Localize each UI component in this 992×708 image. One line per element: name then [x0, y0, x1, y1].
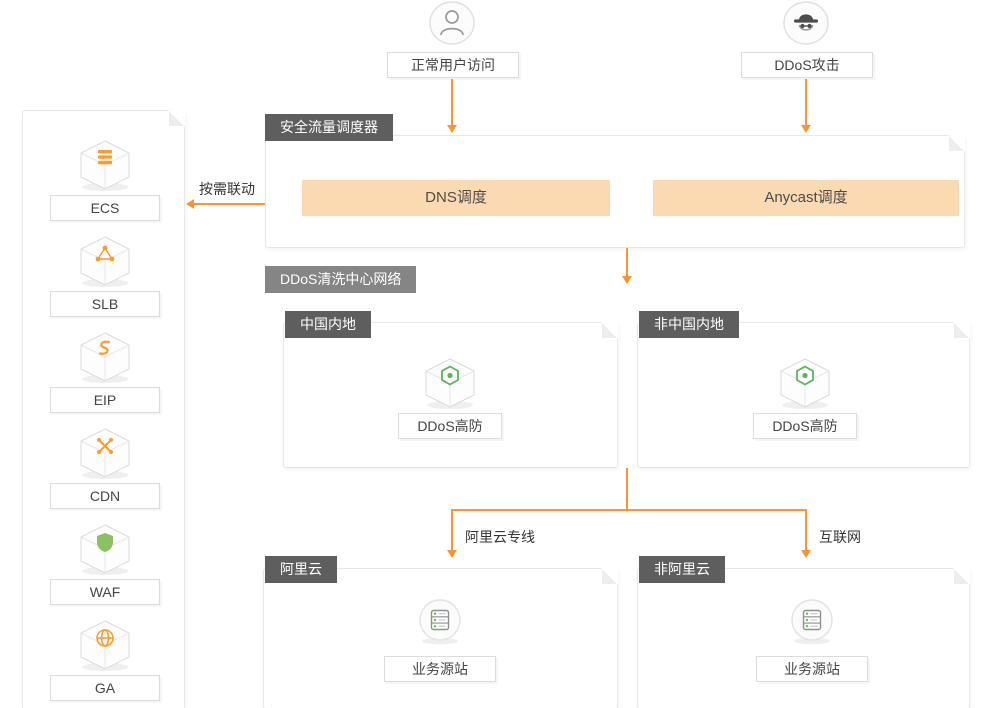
cdn-cube-icon: [80, 428, 130, 479]
product-label-slb: SLB: [50, 291, 160, 317]
dedicated-line-label: 阿里云专线: [462, 527, 538, 547]
antiddos-label-outside: DDoS高防: [753, 413, 857, 439]
arrowhead-attack: [801, 125, 811, 133]
arrowhead-to-scrubbing: [622, 276, 632, 284]
origin-server-label-alibaba: 业务源站: [384, 656, 496, 682]
ecs-cube-icon: [80, 140, 130, 191]
normal-user-label: 正常用户访问: [387, 52, 519, 78]
flow-line-dedicated: [451, 509, 453, 550]
origin-tag-alibaba-cloud: 阿里云: [265, 556, 337, 583]
antiddos-cube-icon: [780, 358, 830, 409]
origin-tag-non-alibaba: 非阿里云: [639, 556, 725, 583]
flow-line-split-stem: [626, 468, 628, 511]
flow-line-attack: [805, 79, 807, 125]
waf-cube-icon: [80, 524, 130, 575]
product-label-ecs: ECS: [50, 195, 160, 221]
internet-label: 互联网: [816, 527, 864, 547]
scrubbing-network-title-tag: DDoS清洗中心网络: [265, 266, 417, 293]
arrowhead-user: [447, 125, 457, 133]
flow-line-split-cross: [451, 509, 807, 511]
flow-line-linkage: [194, 203, 265, 205]
region-tag-outside-china: 非中国内地: [639, 311, 739, 338]
eip-cube-icon: [80, 332, 130, 383]
arrowhead-linkage: [186, 199, 194, 209]
slb-cube-icon: [80, 236, 130, 287]
antiddos-label-mainland: DDoS高防: [398, 413, 502, 439]
product-label-waf: WAF: [50, 579, 160, 605]
product-label-ga: GA: [50, 675, 160, 701]
flow-line-to-scrubbing: [626, 248, 628, 276]
ddos-attack-label: DDoS攻击: [741, 52, 873, 78]
region-tag-mainland-china: 中国内地: [285, 311, 371, 338]
origin-server-icon: [419, 599, 461, 645]
hacker-icon: [783, 1, 829, 45]
origin-server-icon: [791, 599, 833, 645]
flow-line-user: [451, 79, 453, 125]
scheduler-title-tag: 安全流量调度器: [265, 114, 393, 141]
arrowhead-dedicated: [447, 550, 457, 558]
on-demand-linkage-label: 按需联动: [196, 179, 258, 199]
origin-server-label-non-alibaba: 业务源站: [756, 656, 868, 682]
product-label-eip: EIP: [50, 387, 160, 413]
user-icon: [429, 1, 475, 45]
dns-scheduling-bar: DNS调度: [302, 180, 610, 216]
anycast-scheduling-bar: Anycast调度: [653, 180, 959, 216]
ga-cube-icon: [80, 620, 130, 671]
arrowhead-internet: [801, 550, 811, 558]
flow-line-internet: [805, 509, 807, 550]
product-label-cdn: CDN: [50, 483, 160, 509]
antiddos-cube-icon: [425, 358, 475, 409]
